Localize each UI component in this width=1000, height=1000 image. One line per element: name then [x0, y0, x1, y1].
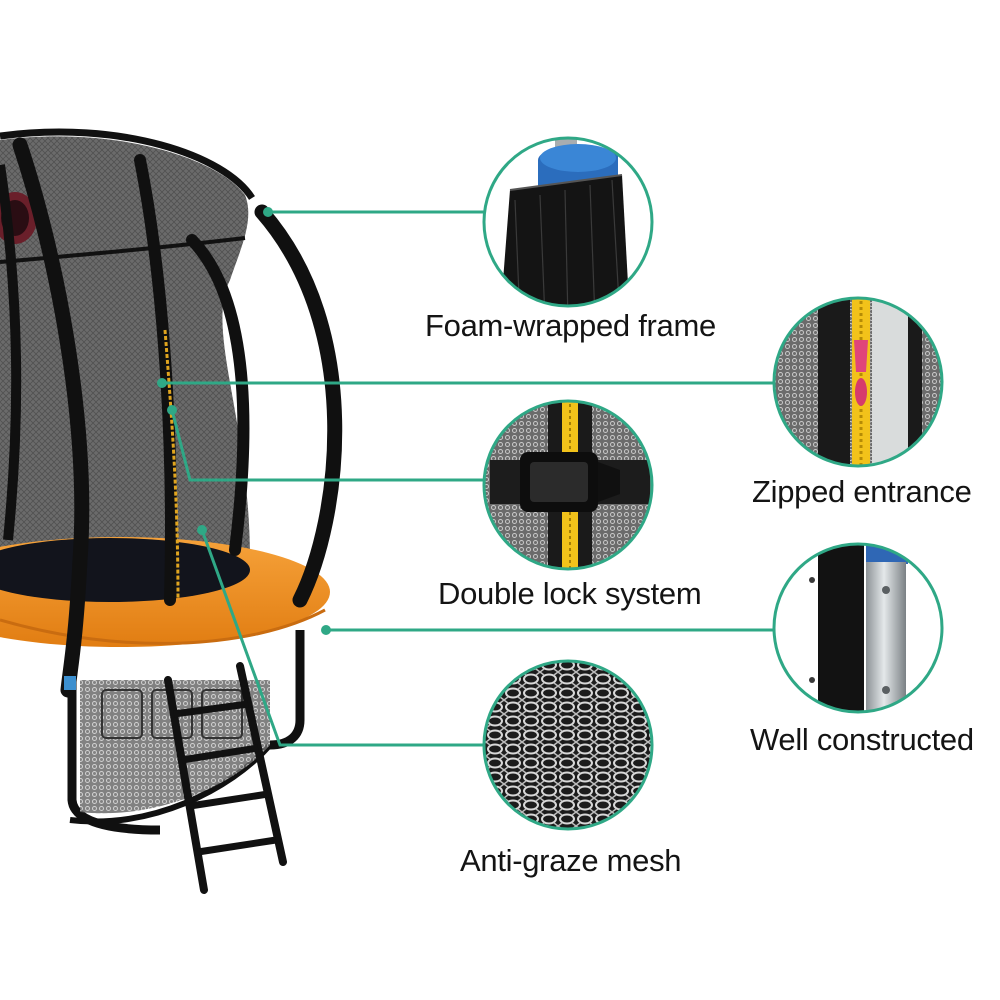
line-mesh	[200, 529, 486, 747]
mesh-closeup-icon	[482, 659, 654, 831]
zipper-closeup-icon	[772, 296, 944, 468]
callout-lines	[157, 207, 775, 747]
label-double-lock-system: Double lock system	[438, 576, 702, 611]
label-zipped-entrance: Zipped entrance	[752, 474, 972, 509]
label-anti-graze-mesh: Anti-graze mesh	[460, 843, 682, 878]
foam-frame-closeup-icon	[482, 136, 654, 308]
line-lock	[170, 409, 486, 482]
label-well-constructed: Well constructed	[750, 722, 974, 757]
buckle-closeup-icon	[482, 399, 654, 571]
trampoline	[0, 128, 343, 894]
leg-joint-closeup-icon	[772, 542, 944, 714]
label-foam-wrapped-frame: Foam-wrapped frame	[425, 308, 716, 343]
